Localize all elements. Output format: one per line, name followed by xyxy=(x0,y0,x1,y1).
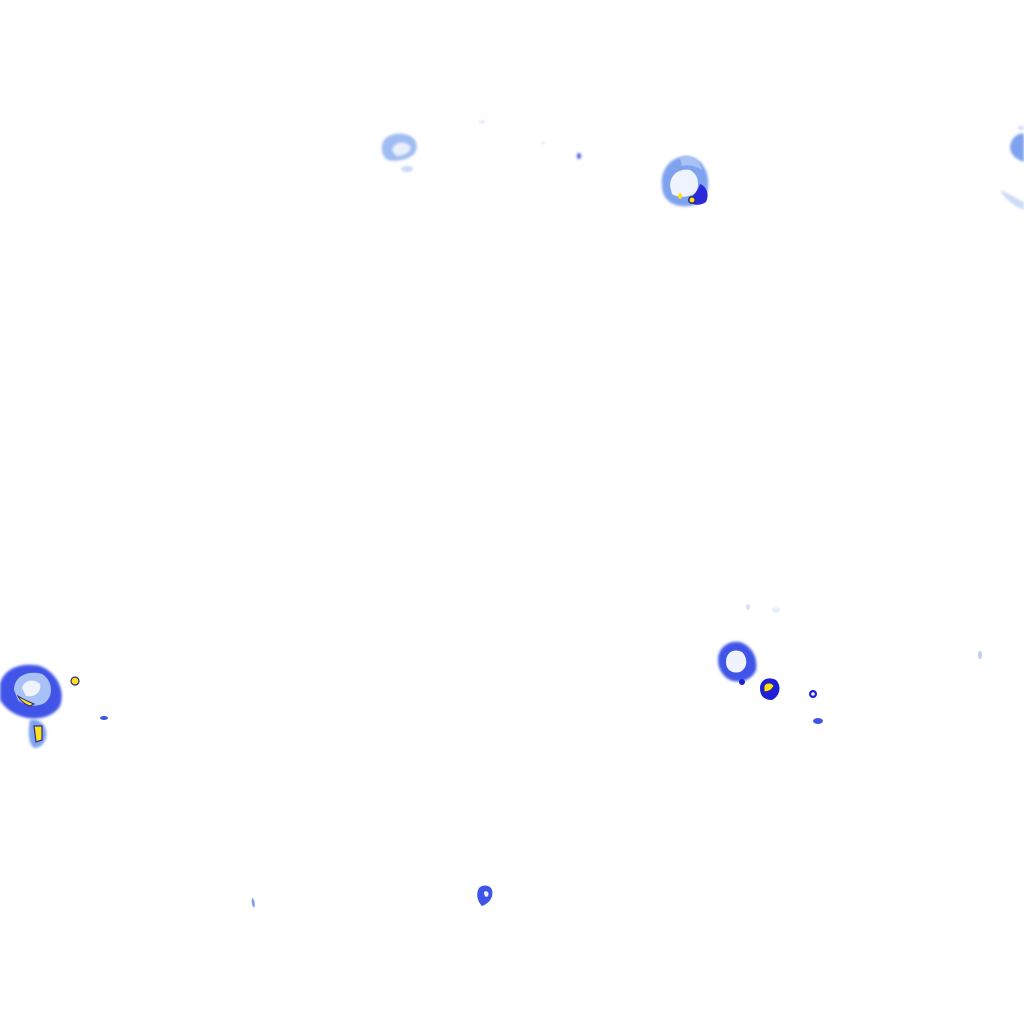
cell-top-left-cluster xyxy=(381,120,581,172)
cell-bottom-left xyxy=(0,664,108,748)
cell-bottom-right-cluster xyxy=(718,604,982,724)
cell-top-center xyxy=(661,156,709,207)
cell-bottom-small xyxy=(251,885,493,908)
cell-top-right-edge xyxy=(1000,126,1024,210)
